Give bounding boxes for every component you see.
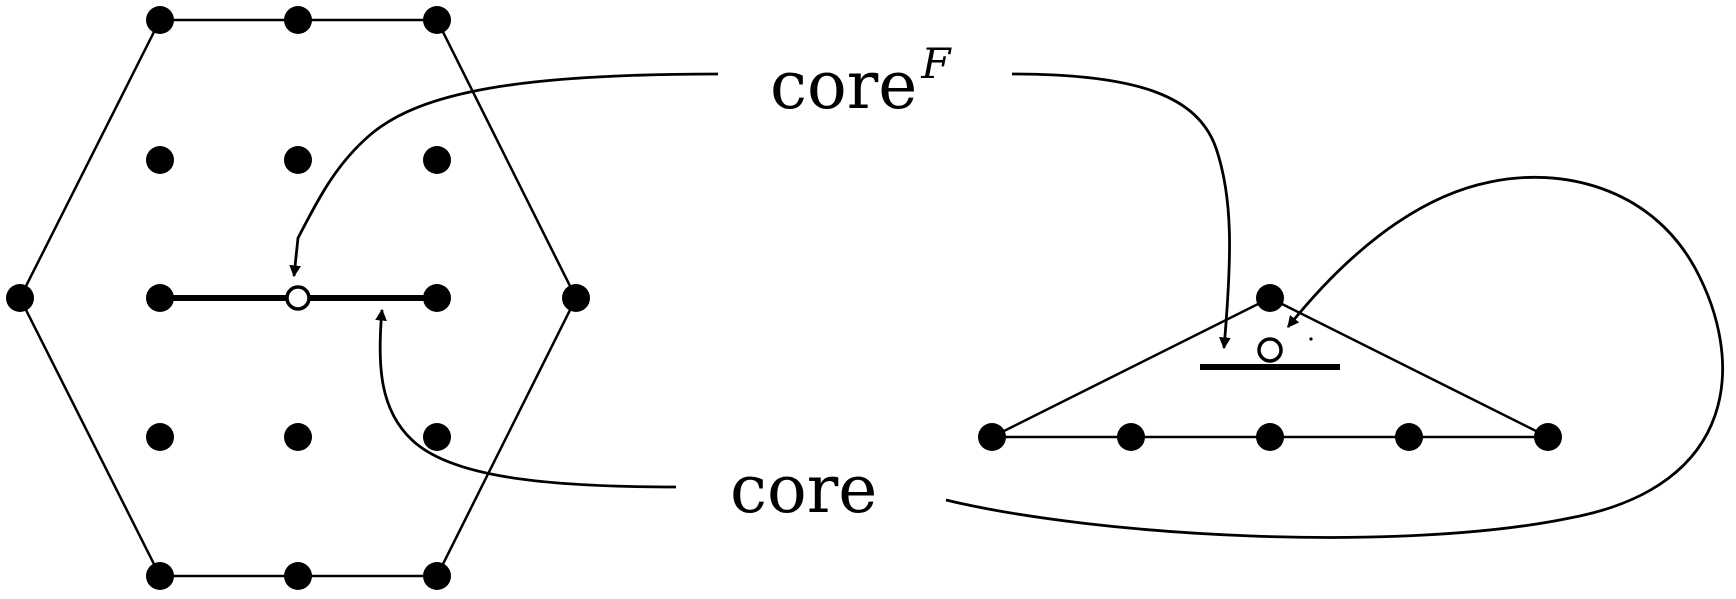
lattice-point [562,284,590,312]
arrow-core-to-hexagon [375,308,677,489]
lattice-point [1256,423,1284,451]
lattice-point [423,6,451,34]
core-label: core [730,451,877,528]
lattice-point [146,284,174,312]
arrow-coref-to-triangle [1011,72,1231,350]
lattice-point [1117,423,1145,451]
lattice-point [423,423,451,451]
hexagon-center-open-point [285,285,311,311]
arrow-core-to-triangle [945,175,1724,539]
lattice-point [423,146,451,174]
lattice-point [423,284,451,312]
lattice-point [6,284,34,312]
lattice-point [423,562,451,590]
lattice-point [1395,423,1423,451]
lattice-point [1534,423,1562,451]
arrows [289,72,1724,539]
triangle-open-point [1257,337,1283,363]
lattice-point [978,423,1006,451]
core-f-label: coreF [770,39,952,124]
arrow-coref-to-hexagon [289,72,719,278]
lattice-point [1256,284,1284,312]
small-dot [1309,337,1313,341]
lattice-point [284,6,312,34]
lattice-point [284,562,312,590]
triangle-lattice-points [978,284,1562,451]
lattice-point [146,6,174,34]
core-f-label-base: core [770,47,917,124]
hexagon-lattice-points [6,6,590,590]
lattice-point [146,562,174,590]
lattice-point [146,423,174,451]
core-f-label-sup: F [920,39,952,88]
lattice-point [284,423,312,451]
hexagon-polytope [6,6,590,590]
lattice-point [284,146,312,174]
triangle-polytope [978,284,1562,451]
lattice-point [146,146,174,174]
